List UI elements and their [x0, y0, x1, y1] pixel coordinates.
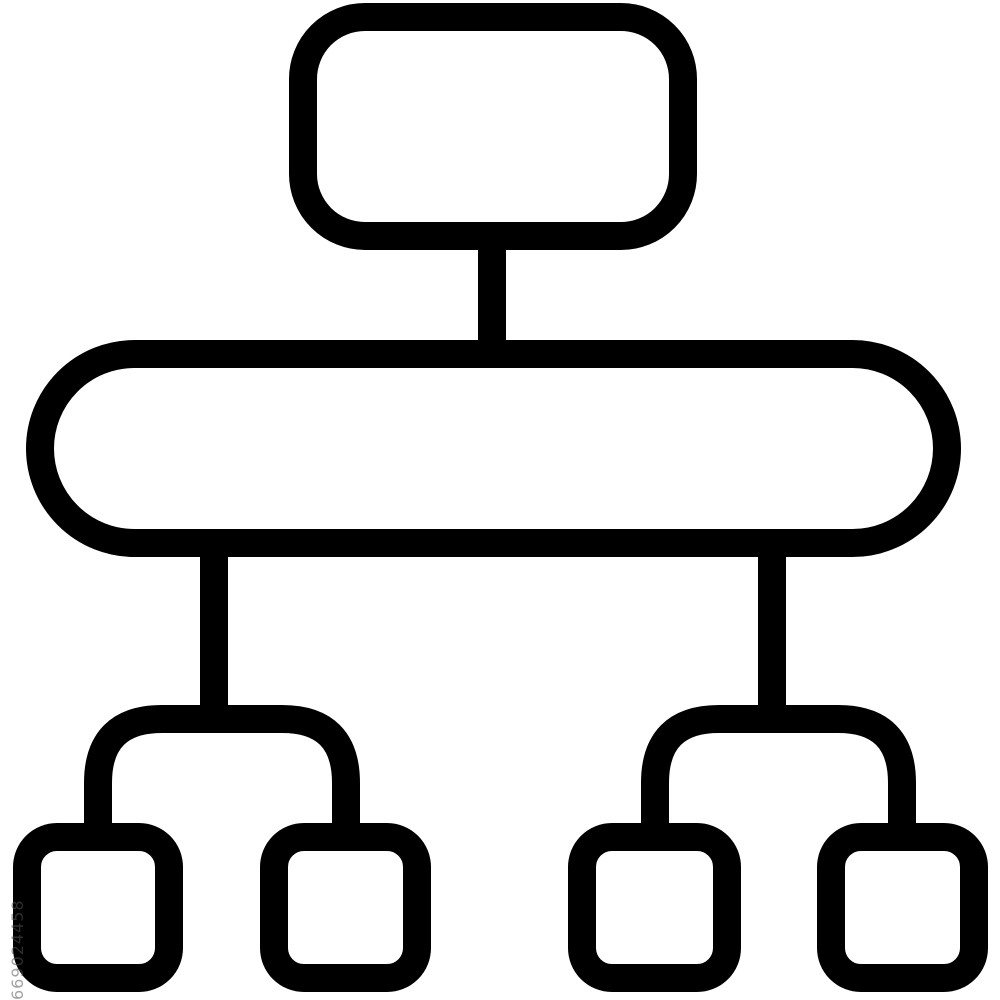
leaf-node-3 — [568, 823, 741, 992]
icon-strokes — [13, 3, 988, 992]
leaf-node-2 — [260, 823, 431, 992]
leaf-node-1 — [13, 823, 183, 992]
left-fork-connector — [84, 705, 360, 837]
right-fork-connector — [641, 705, 916, 837]
leaf-node-4 — [817, 823, 988, 992]
top-node-box — [289, 3, 697, 250]
middle-node-bar — [26, 340, 961, 557]
watermark-id-text: 669024458 — [8, 899, 27, 1000]
